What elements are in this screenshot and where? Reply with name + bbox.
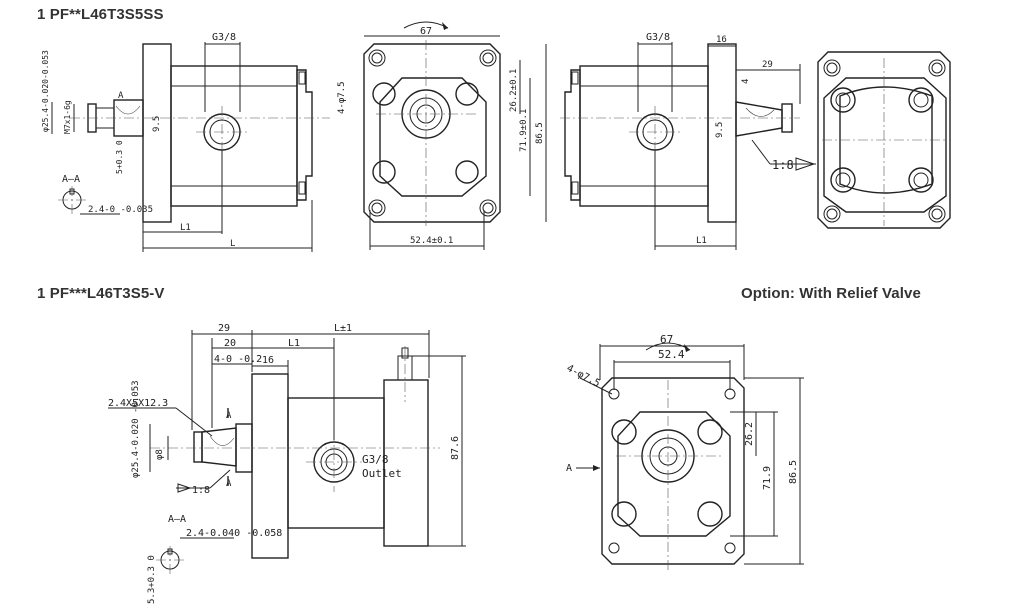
pump-rear-view <box>817 51 951 229</box>
dim-m7-thread: M7x1-6g <box>63 100 72 134</box>
dim-67-bottom: 67 <box>660 333 673 346</box>
dim-5-3: 5.3+0.3 0 <box>147 555 157 604</box>
view-arrow-a-label: A <box>566 463 572 474</box>
option-relief-valve-title: Option: With Relief Valve <box>741 285 921 302</box>
pump-front-view-1: 67 4-φ7.5 26.2±0.1 71.9±0.1 86.5 52.4±0.… <box>337 21 547 250</box>
port-outlet-label: Outlet <box>362 467 402 480</box>
dim-g38-top-right: G3/8 <box>646 32 670 43</box>
section-aa-label-top: A—A <box>62 174 80 185</box>
pump-side-view-2: G3/8 16 29 4 9.5 1:8 L1 <box>560 32 816 250</box>
dim-key-2-4-top: 2.4-0 -0.035 <box>88 205 153 215</box>
dim-86-5-bottom: 86.5 <box>788 460 799 484</box>
dim-71-9-bottom: 71.9 <box>762 466 773 490</box>
dim-l1-top-right: L1 <box>696 236 707 246</box>
dim-l1-top-left: L1 <box>180 223 191 233</box>
pump-side-view-1: G3/8 φ25.4-0.020-0.053 M7x1-6g A 9.5 5+0… <box>41 32 330 252</box>
dim-key-2-4x5x12-3: 2.4X5X12.3 <box>108 398 168 409</box>
dim-key-2-4-bottom: 2.4-0.040 -0.058 <box>186 528 282 539</box>
dim-86-5-top: 86.5 <box>535 122 545 144</box>
dim-4-top: 4 <box>741 79 751 84</box>
dim-26-2-top: 26.2±0.1 <box>509 69 519 112</box>
taper-1-8-bottom: 1:8 <box>192 485 210 496</box>
dim-g38-top: G3/8 <box>212 32 236 43</box>
dim-16-bottom: 16 <box>262 355 274 366</box>
section-mark-a-upper: A <box>226 411 232 421</box>
dim-52-4-bottom: 52.4 <box>658 348 685 361</box>
dim-phi25-top: φ25.4-0.020-0.053 <box>41 50 50 132</box>
dim-29-bottom: 29 <box>218 323 230 334</box>
dim-l-top-left: L <box>230 239 235 249</box>
dim-16-top: 16 <box>716 35 727 45</box>
pump-front-view-relief: 67 52.4 4-φ7.5 26.2 71.9 86.5 A <box>565 333 804 570</box>
dim-phi8: φ8 <box>155 449 165 460</box>
dim-29-top: 29 <box>762 60 773 70</box>
dim-71-9-top: 71.9±0.1 <box>519 109 529 152</box>
section-aa-label-bottom: A—A <box>168 514 186 525</box>
dim-holes-top: 4-φ7.5 <box>337 81 347 114</box>
section-title-v: 1 PF***L46T3S5-V <box>37 285 165 302</box>
section-title-ss: 1 PF**L46T3S5SS <box>37 6 164 23</box>
dim-l-pm1: L±1 <box>334 323 352 334</box>
dim-52-4-top: 52.4±0.1 <box>410 236 453 246</box>
dim-phi25-4-bottom: φ25.4-0.020 -0.053 <box>131 380 141 478</box>
dim-9-5-top: 9.5 <box>152 116 162 132</box>
dim-4-bottom: 4-0 -0.2 <box>214 354 262 365</box>
dim-26-2-bottom: 26.2 <box>744 422 755 446</box>
dim-87-6: 87.6 <box>450 436 461 460</box>
dim-5-tol: 5+0.3 0 <box>115 140 124 174</box>
dim-9-5-top-right: 9.5 <box>715 122 725 138</box>
dim-20-bottom: 20 <box>224 338 236 349</box>
dim-l1-bottom: L1 <box>288 338 300 349</box>
section-mark-a-lower: A <box>226 479 232 489</box>
port-g38-label: G3/8 <box>362 453 389 466</box>
section-mark-a-top: A <box>118 91 124 101</box>
dim-67-top: 67 <box>420 26 432 37</box>
pump-side-view-relief: G3/8 Outlet 29 L±1 20 L1 4-0 -0.2 16 2.4… <box>108 323 466 604</box>
taper-1-8-top: 1:8 <box>772 158 794 172</box>
